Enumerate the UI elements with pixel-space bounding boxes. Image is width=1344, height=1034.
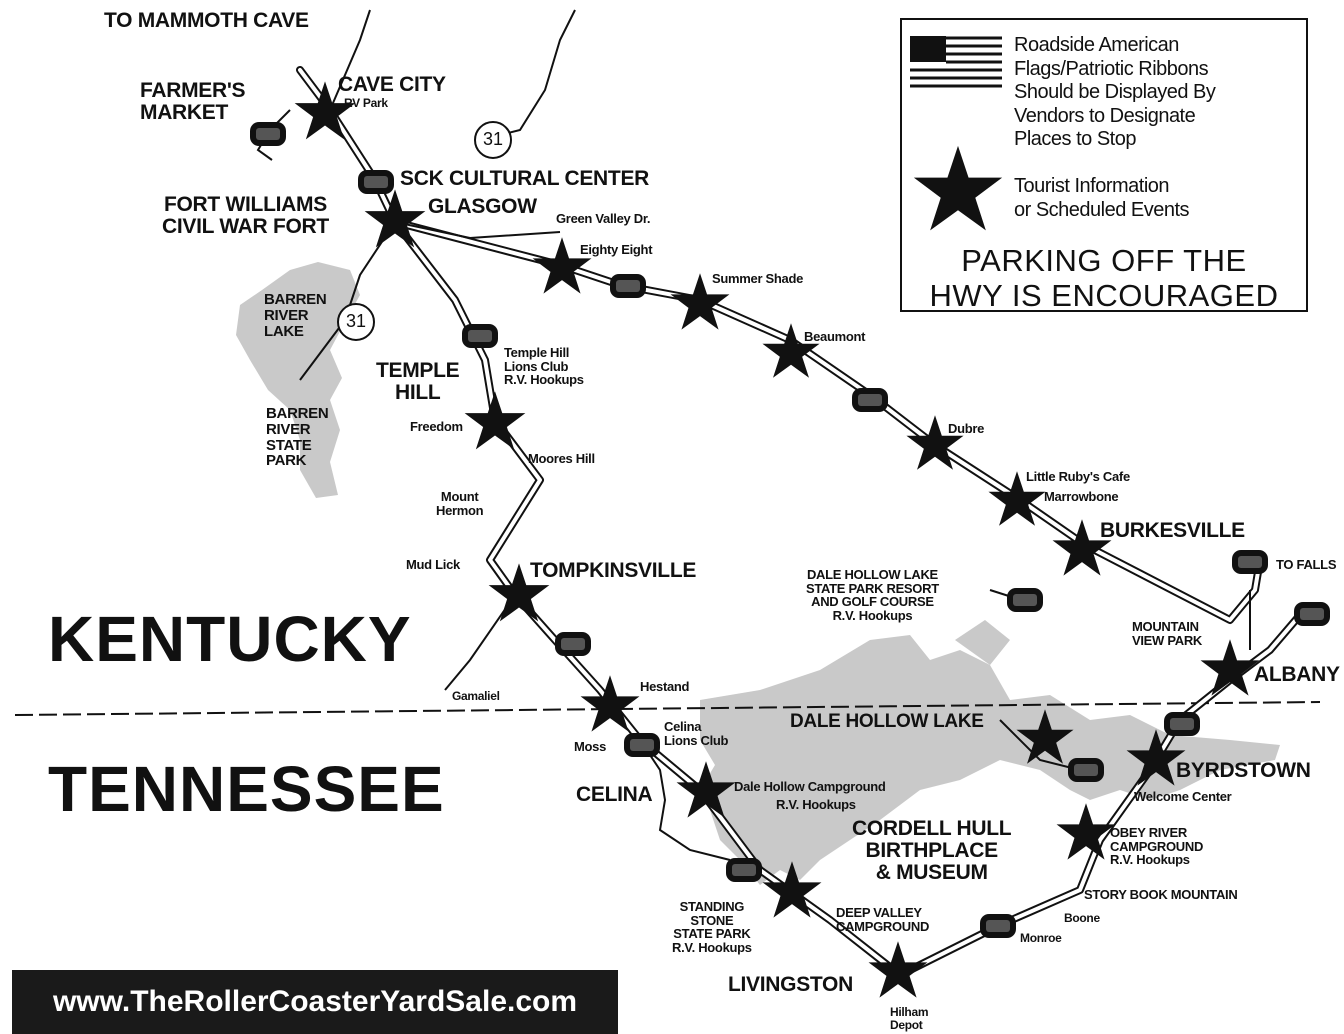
route-shield-111: [1164, 712, 1200, 736]
barren-river-lake-shape: [236, 262, 360, 498]
state-line: [14, 701, 1321, 716]
legend-flags-text: Roadside American Flags/Patriotic Ribbon…: [1014, 34, 1216, 151]
route-shield-52b: [726, 858, 762, 882]
website-banner[interactable]: www.TheRollerCoasterYardSale.com: [12, 970, 618, 1034]
route-shield-90c: [852, 388, 888, 412]
label-eighty-eight: Eighty Eight: [580, 242, 653, 257]
route-shield-90: [358, 170, 394, 194]
dale-hollow-lake-shape: [700, 620, 1280, 885]
route-shield-52: [624, 733, 660, 757]
tennessee-label: TENNESSEE: [48, 753, 445, 825]
label-freedom: Freedom: [410, 419, 463, 434]
label-dale-hollow-campground: Dale Hollow Campground: [734, 779, 886, 794]
label-welcome-center: Welcome Center: [1134, 789, 1232, 804]
label-moss: Moss: [574, 739, 607, 754]
route-shield-163: [555, 632, 591, 656]
star-glasgow: [364, 189, 426, 248]
route-shield-90d: [1294, 602, 1330, 626]
label-glasgow: GLASGOW: [428, 195, 537, 218]
label-beaumont: Beaumont: [804, 329, 866, 344]
label-cave-city: CAVE CITY: [338, 73, 446, 96]
route-shield-63: [462, 324, 498, 348]
label-albany: ALBANY: [1254, 663, 1340, 686]
label-sck-cultural-center: SCK CULTURAL CENTER: [400, 167, 650, 190]
label-to-mammoth-cave: TO MAMMOTH CAVE: [104, 9, 309, 32]
route-shield-449: [1007, 588, 1043, 612]
legend-star-text: Tourist Information or Scheduled Events: [1014, 175, 1190, 221]
label-gamaliel: Gamaliel: [452, 689, 500, 703]
route-shield-111b: [980, 914, 1016, 938]
label-little-rubys: Little Ruby's Cafe: [1026, 469, 1130, 484]
legend-star-icon: [913, 145, 1003, 231]
label-story-book: STORY BOOK MOUNTAIN: [1084, 887, 1238, 902]
label-moores-hill: Moores Hill: [528, 451, 595, 466]
label-marrowbone: Marrowbone: [1044, 489, 1119, 504]
route-shield-127: [1232, 550, 1268, 574]
route-shield-ky: [250, 122, 286, 146]
label-tompkinsville: TOMPKINSVILLE: [530, 559, 697, 582]
parking-note: PARKING OFF THE HWY IS ENCOURAGED: [929, 243, 1279, 313]
label-byrdstown: BYRDSTOWN: [1176, 759, 1311, 782]
label-monroe: Monroe: [1020, 931, 1062, 945]
route-shield-90b: [610, 274, 646, 298]
label-dale-hollow-lake: DALE HOLLOW LAKE: [790, 711, 984, 732]
label-dale-hollow-campground-rv: R.V. Hookups: [776, 797, 856, 812]
flag-icon: [910, 36, 1002, 88]
label-cave-city-rv: RV Park: [344, 96, 388, 110]
label-burkesville: BURKESVILLE: [1100, 519, 1245, 542]
label-livingston: LIVINGSTON: [728, 973, 853, 996]
us-31-shields: [337, 121, 512, 341]
label-boone: Boone: [1064, 911, 1100, 925]
route-shield-325: [1068, 758, 1104, 782]
star-temple-hill: [464, 391, 526, 450]
legend-box: Roadside American Flags/Patriotic Ribbon…: [900, 18, 1308, 312]
kentucky-label: KENTUCKY: [48, 603, 412, 675]
us31-label-b: 31: [346, 311, 367, 331]
label-hestand: Hestand: [640, 679, 690, 694]
label-green-valley: Green Valley Dr.: [556, 211, 651, 226]
label-dubre: Dubre: [948, 421, 985, 436]
label-celina: CELINA: [576, 783, 653, 806]
label-to-falls: TO FALLS: [1276, 557, 1337, 572]
label-mud-lick: Mud Lick: [406, 557, 460, 572]
us31-label-a: 31: [483, 129, 504, 149]
label-summer-shade: Summer Shade: [712, 271, 804, 286]
